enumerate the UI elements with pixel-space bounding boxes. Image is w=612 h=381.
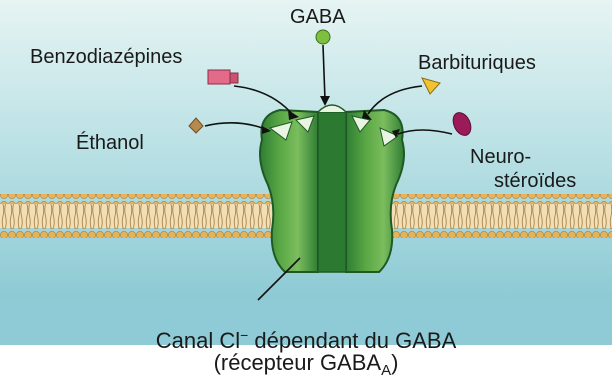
barbituriques-label: Barbituriques [418,52,536,74]
neurosteroides-label-line2: stéroïdes [494,170,576,192]
caption-subscript-a: A [381,362,391,379]
caption-line2-suffix: ) [391,350,398,375]
gaba-a-receptor-channel [260,105,404,272]
benzodiazepines-label: Benzodiazépines [30,46,182,68]
ethanol-label: Éthanol [76,132,144,154]
neurosteroides-label-line1: Neuro- [470,146,531,168]
gaba-label: GABA [290,6,346,28]
gaba-marker [316,30,330,44]
caption-line-2: (récepteur GABAA) [0,350,612,381]
caption-line2-prefix: (récepteur GABA [214,350,382,375]
